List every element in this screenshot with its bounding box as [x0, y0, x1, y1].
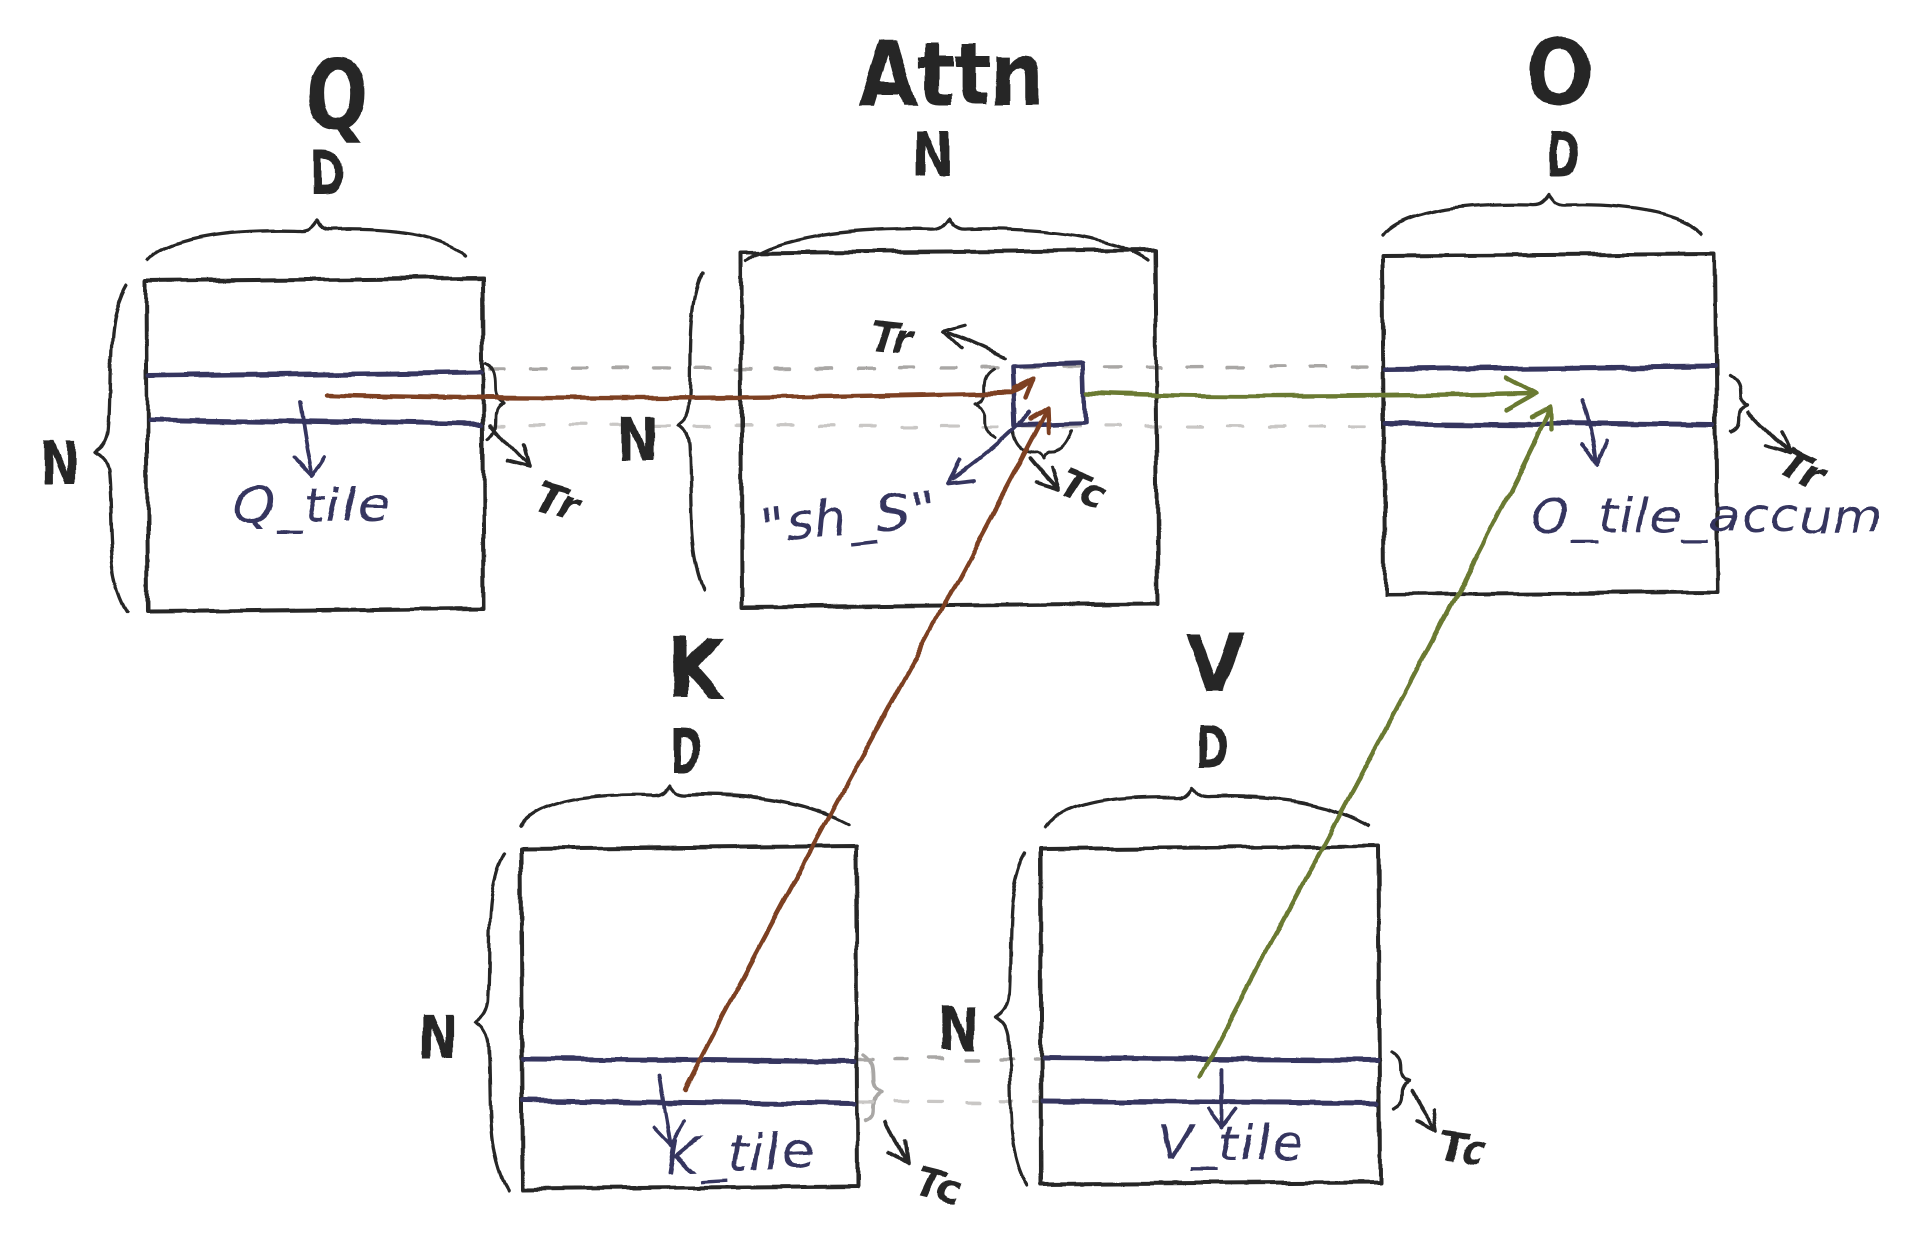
q-row-dim-label: N: [40, 429, 80, 499]
q-row-band-bottom-line: [146, 416, 484, 427]
attn-tc-label: Tc: [1053, 459, 1113, 519]
k-tc-bracket: [862, 1052, 884, 1122]
attn-col-dim-label: N: [912, 119, 954, 192]
row-band-dashed-upper: [488, 364, 1382, 371]
o-col-brace: [1380, 193, 1705, 238]
v-row-dim-label: N: [938, 995, 978, 1065]
sh-s-label: "sh_S": [756, 480, 939, 556]
o-row-band-top-line: [1383, 363, 1717, 372]
v-row-brace: [994, 852, 1030, 1188]
attn-col-brace: [744, 216, 1150, 264]
v-title: V: [1185, 618, 1246, 711]
k-tc-arrow: [884, 1118, 910, 1165]
q-col-brace: [145, 218, 467, 262]
q-title: Q: [304, 39, 368, 151]
q-row-to-s-arrow: [323, 376, 1036, 402]
kv-band-dashed-lower: [858, 1099, 1040, 1104]
attn-title: Attn: [859, 23, 1044, 126]
o-matrix-box: [1381, 252, 1720, 596]
q-row-band-top-line: [146, 369, 484, 379]
q-row-brace: [93, 282, 130, 614]
q-col-dim-label: D: [310, 138, 344, 211]
o-tile-accum-label: O_tile_accum: [1531, 489, 1883, 543]
v-col-brace: [1044, 785, 1370, 830]
k-tile-pointer-arrow: [653, 1073, 687, 1146]
q-tr-arrow: [488, 422, 531, 470]
k-tile-label: K_tile: [664, 1122, 817, 1186]
o-tile-pointer-arrow: [1580, 399, 1609, 465]
v-tc-label: Tc: [1437, 1123, 1489, 1175]
attn-row-dim-label: N: [618, 405, 658, 475]
attn-tr-label: Tr: [866, 311, 918, 365]
o-title: O: [1526, 19, 1592, 126]
v-tile-to-o-arrow: [1198, 404, 1555, 1079]
v-tile-pointer-arrow: [1206, 1067, 1238, 1129]
v-tile-label: V_tile: [1156, 1116, 1304, 1172]
q-tr-bracket: [484, 360, 506, 440]
attn-tr-arrow: [942, 323, 1006, 360]
q-tile-pointer-arrow: [293, 400, 328, 479]
v-matrix-box: [1039, 844, 1382, 1186]
k-col-dim-label: D: [670, 717, 702, 787]
o-tr-bracket: [1728, 374, 1750, 432]
q-matrix-box: [144, 276, 486, 614]
k-matrix-box: [519, 844, 860, 1191]
v-tc-bracket: [1390, 1050, 1411, 1110]
o-col-dim-label: D: [1546, 119, 1580, 192]
attn-matrix-box: [739, 248, 1160, 609]
v-tc-arrow: [1410, 1090, 1439, 1134]
s-to-o-row-arrow: [1084, 374, 1539, 413]
row-band-dashed-lower: [488, 423, 1382, 429]
v-col-band-bottom-line: [1041, 1098, 1380, 1106]
k-col-brace: [519, 783, 851, 828]
attn-row-brace: [676, 272, 706, 592]
sh-s-tr-bracket: [973, 367, 997, 440]
k-col-band-top-line: [521, 1056, 858, 1064]
k-tile-to-s-arrow: [682, 405, 1052, 1093]
sh-s-cell: [1009, 361, 1088, 428]
sh-s-pointer-arrow: [946, 411, 1031, 485]
k-tc-label: Tc: [911, 1159, 967, 1215]
k-col-band-bottom-line: [521, 1098, 858, 1107]
k-row-dim-label: N: [417, 1003, 457, 1073]
q-tile-label: Q_tile: [233, 478, 391, 534]
o-tr-arrow: [1747, 410, 1792, 455]
k-title: K: [667, 620, 726, 718]
attn-tc-arrow: [1028, 456, 1060, 491]
v-col-dim-label: D: [1196, 713, 1228, 783]
q-tr-label: Tr: [529, 472, 588, 532]
k-row-brace: [473, 852, 510, 1192]
